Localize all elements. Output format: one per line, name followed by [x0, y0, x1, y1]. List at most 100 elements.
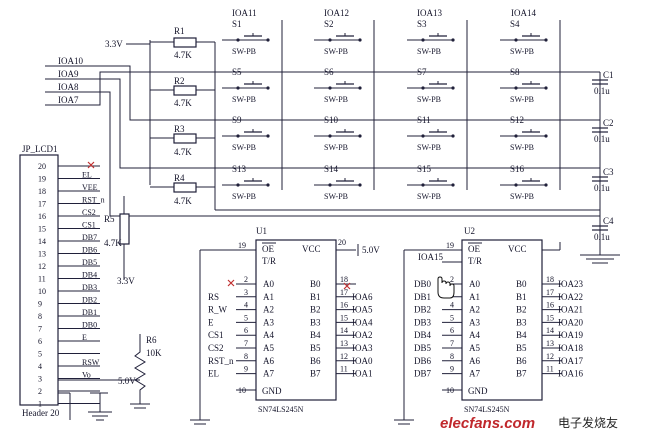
- u2-left-net: DB5: [414, 343, 432, 353]
- u2-left-num: 2: [450, 275, 454, 284]
- switch-ref: S8: [510, 67, 520, 77]
- u2-b-pin: B3: [516, 317, 527, 327]
- switch-type: SW-PB: [324, 47, 348, 56]
- u2-a-pin: A6: [469, 356, 480, 366]
- u1-left-num: 6: [244, 326, 248, 335]
- switch-ref: S11: [417, 115, 431, 125]
- capacitor-c2: C20.1u: [592, 118, 614, 144]
- switch-ref: S3: [417, 19, 427, 29]
- header-pin-number: 20: [38, 162, 46, 171]
- header-signal: DB2: [82, 296, 97, 305]
- u1-right-num: 16: [340, 301, 348, 310]
- switch-type: SW-PB: [324, 95, 348, 104]
- u1-left-num: 2: [244, 275, 248, 284]
- watermark: elecfans.com 电子发烧友: [440, 415, 618, 432]
- u2-right-net: IOA21: [558, 305, 583, 315]
- u2-a-pin: A0: [469, 279, 480, 289]
- u2-left-num: 6: [450, 326, 454, 335]
- header-pin-5: 5: [38, 350, 100, 359]
- u1-left-net: RST_n: [208, 356, 234, 366]
- u2-left-num: 5: [450, 313, 454, 322]
- u1-a-pin: A1: [263, 292, 274, 302]
- capacitor-ref: C1: [603, 70, 614, 80]
- switch-type: SW-PB: [232, 95, 256, 104]
- header-pin-number: 14: [38, 237, 46, 246]
- header-pin-number: 1: [38, 400, 42, 409]
- header-pin-number: 13: [38, 250, 46, 259]
- switch-type: SW-PB: [232, 47, 256, 56]
- u1-ref: U1: [256, 226, 267, 236]
- switch-ref: S4: [510, 19, 520, 29]
- u2-left-net: DB3: [414, 317, 432, 327]
- header-pin-2: 2: [38, 387, 100, 396]
- u2-b-pin: B7: [516, 369, 527, 379]
- svg-text:4.7K: 4.7K: [174, 50, 192, 60]
- resistor-r2: R2 4.7K: [173, 76, 197, 108]
- header-pin-number: 15: [38, 225, 46, 234]
- u1-b-pin: B3: [310, 317, 321, 327]
- switch-type: SW-PB: [510, 143, 534, 152]
- u2-body: [461, 239, 543, 401]
- u1-left-net: CS2: [208, 343, 224, 353]
- switch-ref: S7: [417, 67, 427, 77]
- capacitor-c1: C1 0.1u: [592, 70, 614, 96]
- u1-a-pin: A4: [263, 330, 274, 340]
- switch-ref: S16: [510, 164, 525, 174]
- switch-grid: S1SW-PBS2SW-PBS3SW-PBS4SW-PBS5SW-PBS6SW-…: [222, 19, 548, 201]
- switch-ref: S9: [232, 115, 242, 125]
- capacitor-ref: C2: [603, 118, 614, 128]
- resistor-r4: R4 4.7K: [173, 173, 197, 206]
- switch-type: SW-PB: [417, 192, 441, 201]
- u1-right-net: IOA5: [352, 305, 373, 315]
- capacitor-ref: C3: [603, 167, 614, 177]
- header-body: [19, 154, 59, 406]
- header-pin-number: 10: [38, 287, 46, 296]
- u1-left-num: 5: [244, 313, 248, 322]
- header-signal: EL: [82, 171, 92, 180]
- u1-a-pin: A2: [263, 305, 274, 315]
- header-signal: VEE: [82, 183, 98, 192]
- u1-b-pin: B6: [310, 356, 321, 366]
- svg-text:4.7K: 4.7K: [174, 147, 192, 157]
- u1-right-num: 11: [340, 365, 348, 374]
- capacitor-val: 0.1u: [594, 183, 610, 193]
- u2-left-num: 7: [450, 339, 454, 348]
- u2-b-pin: B5: [516, 343, 527, 353]
- svg-text:GND: GND: [468, 386, 488, 396]
- u2-b-pin: B6: [516, 356, 527, 366]
- u2-b-pin: B1: [516, 292, 527, 302]
- svg-text:VCC: VCC: [508, 244, 527, 254]
- switch-ref: S13: [232, 164, 247, 174]
- capacitor-c4: C40.1u: [592, 216, 614, 242]
- u1-right-net: IOA3: [352, 343, 373, 353]
- switch-type: SW-PB: [417, 143, 441, 152]
- capacitor-val: 0.1u: [594, 86, 610, 96]
- net-ioa10: IOA10: [58, 56, 83, 66]
- resistor-r5: R5 4.7K 3.3V: [104, 196, 135, 286]
- header-pin-19: 19 EL: [38, 171, 100, 184]
- switch-type: SW-PB: [510, 47, 534, 56]
- u2-a-pin: A2: [469, 305, 480, 315]
- header-pin-number: 19: [38, 175, 46, 184]
- header-name: Header 20: [22, 408, 60, 418]
- svg-text:R2: R2: [174, 76, 185, 86]
